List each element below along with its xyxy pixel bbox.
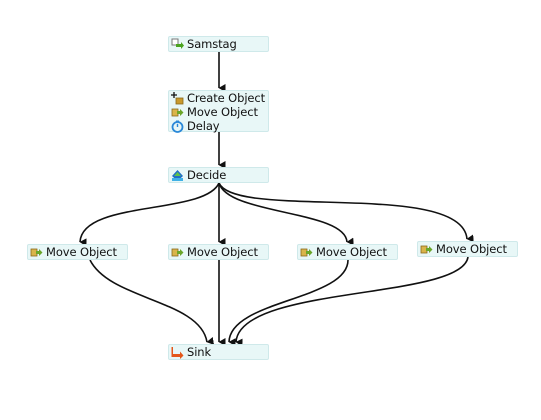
move-object-node-1[interactable]: Move Object — [27, 244, 128, 260]
move-object-icon — [171, 106, 184, 119]
move-object-node-2[interactable]: Move Object — [168, 244, 269, 260]
create-object-icon — [171, 91, 184, 105]
node-label: Move Object — [187, 245, 258, 259]
connector-move1-to-sink — [89, 259, 215, 345]
decide-node[interactable]: Decide — [168, 167, 269, 183]
move-object-node-3[interactable]: Move Object — [297, 244, 398, 260]
node-row-delay: Delay — [169, 119, 268, 133]
node-label: Create Object — [187, 91, 266, 105]
sink-icon — [171, 346, 184, 359]
node-row: Decide — [169, 168, 268, 182]
move-object-node-4[interactable]: Move Object — [417, 241, 518, 257]
connector-move4-to-sink — [235, 256, 469, 347]
node-label: Decide — [187, 168, 227, 182]
sink-node[interactable]: Sink — [168, 344, 269, 360]
node-label: Move Object — [316, 245, 387, 259]
move-object-icon — [171, 246, 184, 259]
move-object-icon — [300, 246, 313, 259]
activity-chain-node[interactable]: Create Object Move Object Delay — [168, 90, 269, 133]
connector-move3-to-sink — [228, 259, 349, 347]
node-row: Sink — [169, 345, 268, 359]
node-label: Sink — [187, 345, 212, 359]
node-row: Move Object — [169, 245, 268, 259]
node-label: Samstag — [187, 37, 237, 51]
decide-icon — [171, 169, 184, 182]
source-icon — [171, 38, 184, 51]
node-label: Move Object — [436, 242, 507, 256]
move-object-icon — [420, 243, 433, 256]
node-label: Delay — [187, 119, 220, 133]
node-label: Move Object — [46, 245, 117, 259]
connector-decide-to-move4 — [218, 182, 474, 243]
move-object-icon — [30, 246, 43, 259]
node-row: Move Object — [298, 245, 397, 259]
connector-decide-to-move3 — [218, 182, 354, 246]
node-row: Move Object — [28, 245, 127, 259]
node-label: Move Object — [187, 105, 258, 119]
delay-icon — [171, 120, 184, 133]
source-node-samstag[interactable]: Samstag — [168, 36, 269, 52]
connector-decide-to-move1 — [79, 182, 220, 247]
node-row-move-object: Move Object — [169, 105, 268, 119]
node-row: Move Object — [418, 242, 517, 256]
node-row-create-object: Create Object — [169, 91, 268, 105]
node-row: Samstag — [169, 37, 268, 51]
